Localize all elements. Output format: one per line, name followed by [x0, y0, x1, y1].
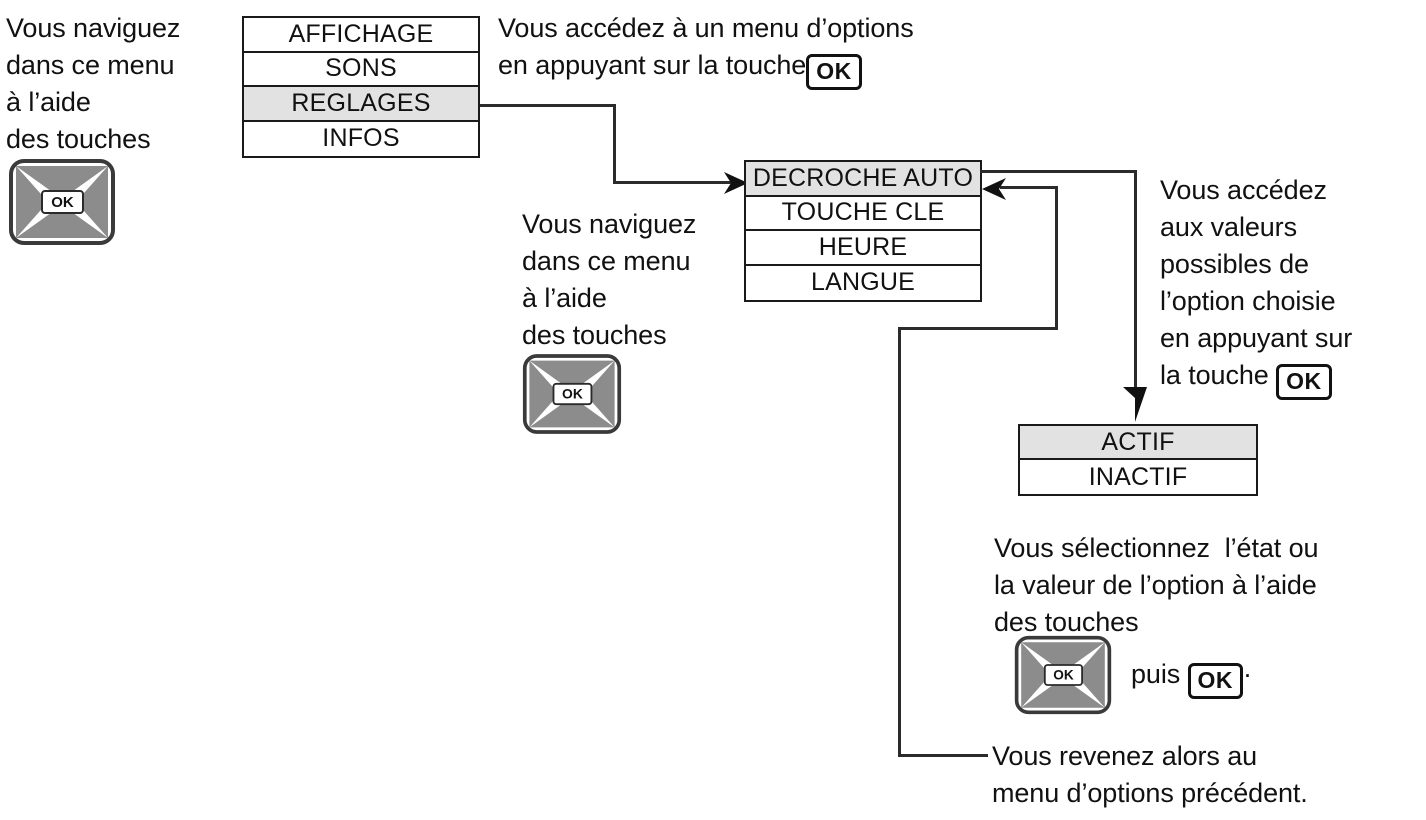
text-return-note: Vous revenez alors au menu d’options pré… [992, 741, 1308, 808]
arrow-right-icon-to-options [724, 172, 748, 194]
menu-item-langue[interactable]: LANGUE [746, 265, 980, 300]
nav-dpad-key-1[interactable]: OK [8, 158, 116, 246]
values-menu-box[interactable]: ACTIF INACTIF [1018, 424, 1258, 496]
text-navigate-main-menu: Vous naviguez dans ce menu à l’aide des … [6, 13, 181, 154]
connector-return-long-v [898, 327, 901, 757]
menu-item-label: AFFICHAGE [288, 19, 434, 48]
connector-values-v [1134, 170, 1137, 392]
menu-item-label: INFOS [322, 124, 400, 153]
menu-item-affichage[interactable]: AFFICHAGE [244, 18, 478, 53]
connector-reglages-v [613, 104, 616, 183]
ok-key-inline-3[interactable]: OK [1187, 663, 1244, 699]
menu-item-inactif[interactable]: INACTIF [1020, 460, 1256, 494]
ok-key-inline-1[interactable]: OK [806, 54, 862, 90]
text-puis-suffix: · [1243, 659, 1252, 689]
connector-reglages-h2 [613, 181, 731, 184]
svg-text:OK: OK [51, 194, 74, 211]
connector-return-top-h [898, 327, 1058, 330]
menu-item-label: TOUCHE CLE [781, 198, 945, 227]
text-access-values-body: Vous accédez aux valeurs possibles de l’… [1160, 175, 1353, 390]
menu-item-actif[interactable]: ACTIF [1020, 426, 1256, 460]
menu-item-label: SONS [325, 54, 397, 83]
menu-item-decroche-auto[interactable]: DECROCHE AUTO [746, 162, 980, 197]
navigation-dpad-key-icon: OK [9, 159, 115, 245]
connector-return-inner-v [1055, 186, 1058, 329]
menu-item-sons[interactable]: SONS [244, 52, 478, 87]
text-access-options-body: Vous accédez à un menu d’options en appu… [498, 13, 914, 80]
menu-item-label: INACTIF [1088, 462, 1188, 491]
text-access-options: Vous accédez à un menu d’options en appu… [498, 10, 1028, 90]
menu-item-infos[interactable]: INFOS [244, 121, 478, 156]
nav-dpad-key-2[interactable]: OK [522, 353, 622, 435]
ok-key-inline-2[interactable]: OK [1276, 364, 1332, 400]
nav-dpad-key-3[interactable]: OK [1013, 635, 1113, 715]
text-access-values: Vous accédez aux valeurs possibles de l’… [1160, 172, 1420, 400]
menu-item-reglages[interactable]: REGLAGES [244, 87, 478, 122]
navigation-dpad-key-icon: OK [522, 354, 622, 434]
menu-item-label: REGLAGES [291, 88, 431, 117]
svg-text:OK: OK [1053, 668, 1074, 683]
text-puis-label: puis [1131, 659, 1181, 689]
text-select-value: Vous sélectionnez l’état ou la valeur de… [994, 533, 1319, 637]
menu-item-heure[interactable]: HEURE [746, 231, 980, 266]
connector-reglages-h1 [480, 104, 616, 107]
menu-item-touche-cle[interactable]: TOUCHE CLE [746, 196, 980, 231]
menu-item-label: ACTIF [1101, 427, 1175, 456]
connector-values-h [980, 170, 1137, 173]
connector-return-bottom-h [898, 754, 988, 757]
options-menu-box[interactable]: DECROCHE AUTO TOUCHE CLE HEURE LANGUE [744, 160, 982, 302]
menu-item-label: LANGUE [810, 268, 915, 297]
connector-return-inner-h [1000, 186, 1058, 189]
main-menu-box[interactable]: AFFICHAGE SONS REGLAGES INFOS [242, 16, 480, 158]
menu-item-label: HEURE [818, 232, 908, 261]
navigation-dpad-key-icon: OK [1014, 635, 1112, 715]
arrow-left-icon-to-options [982, 178, 1006, 200]
arrow-down-icon-to-values [1123, 387, 1147, 422]
text-navigate-options-menu: Vous naviguez dans ce menu à l’aide des … [522, 209, 697, 350]
menu-item-label: DECROCHE AUTO [752, 163, 974, 192]
text-puis: puis OK· [1131, 656, 1371, 699]
svg-text:OK: OK [562, 386, 583, 402]
